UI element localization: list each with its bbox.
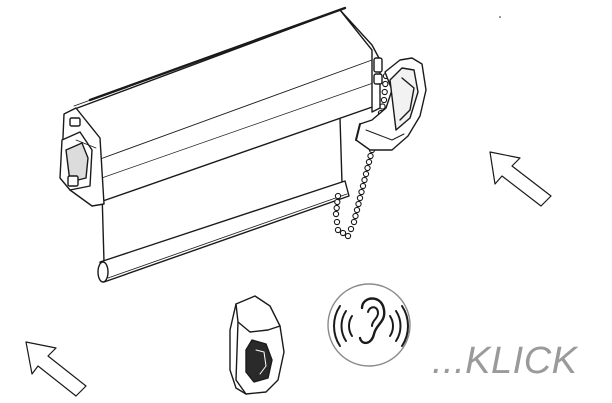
speck: [499, 16, 501, 18]
chain-bead: [333, 204, 340, 212]
chain-bead: [359, 182, 367, 190]
left-end-bracket: [59, 107, 105, 207]
arrow-icon: [25, 341, 87, 397]
chain-bead: [361, 176, 368, 184]
ear-sound-icon: [327, 283, 411, 367]
chain-bead: [355, 200, 362, 208]
right-bracket-end-cap: [355, 57, 427, 151]
chain-bead: [367, 152, 374, 160]
chain-bead: [352, 212, 359, 220]
chain-bead: [382, 80, 389, 88]
chain-bead: [380, 96, 388, 104]
chain-bead: [381, 88, 388, 96]
chain-bead: [334, 226, 342, 234]
chain-bead: [339, 229, 347, 237]
chain-bead: [334, 198, 341, 206]
chain-bead: [362, 170, 370, 178]
bottom-rail: [97, 180, 350, 283]
chain-bead: [344, 232, 352, 240]
chain-bead: [365, 158, 373, 166]
chain-bead: [358, 188, 365, 196]
end-cap: [229, 295, 285, 395]
chain-bead: [334, 192, 342, 200]
chain-bead: [364, 164, 371, 172]
chain-bead: [356, 194, 364, 202]
arrow-icon: [489, 151, 552, 207]
chain-bead: [332, 210, 340, 218]
chain-bead: [347, 225, 355, 233]
chain-bead: [353, 206, 361, 214]
click-sound-caption: ...KLICK: [432, 340, 578, 382]
chain-bead: [333, 218, 341, 226]
chain-bead: [350, 218, 358, 226]
